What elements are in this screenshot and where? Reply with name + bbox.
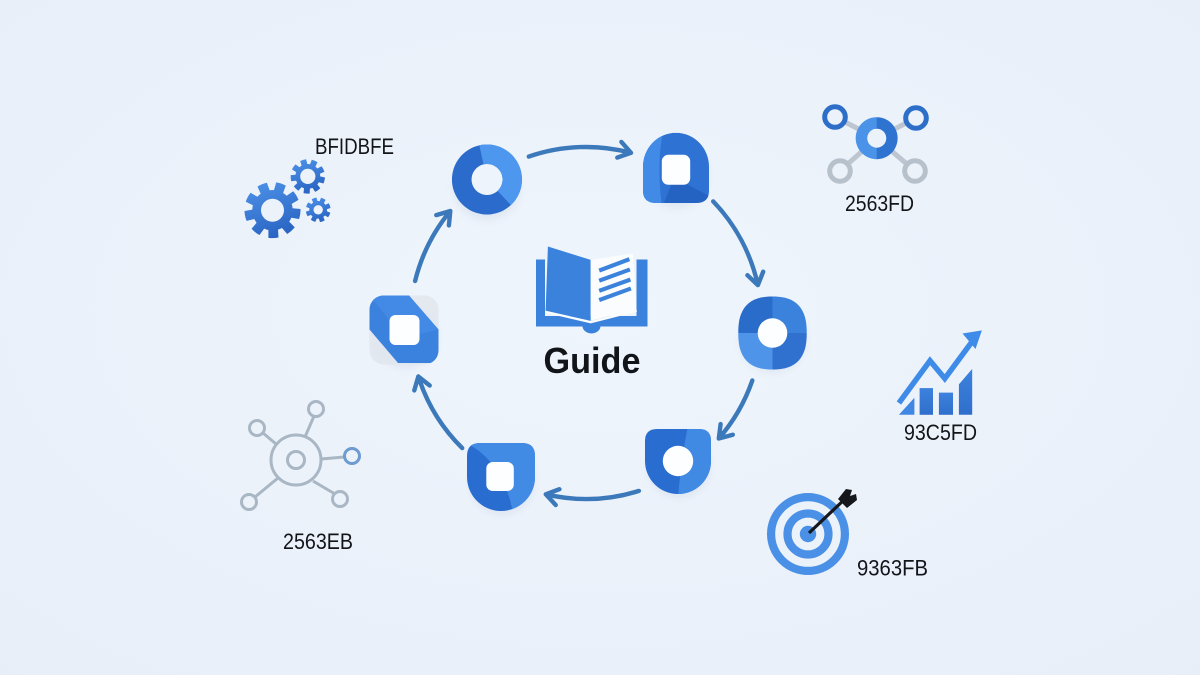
svg-text:2563EB: 2563EB [283, 529, 353, 554]
svg-text:93C5FD: 93C5FD [904, 420, 977, 445]
svg-text:BFIDBFE: BFIDBFE [315, 134, 394, 159]
svg-text:2563FD: 2563FD [845, 191, 914, 216]
svg-text:9363FB: 9363FB [857, 556, 928, 581]
svg-text:Guide: Guide [544, 340, 641, 381]
